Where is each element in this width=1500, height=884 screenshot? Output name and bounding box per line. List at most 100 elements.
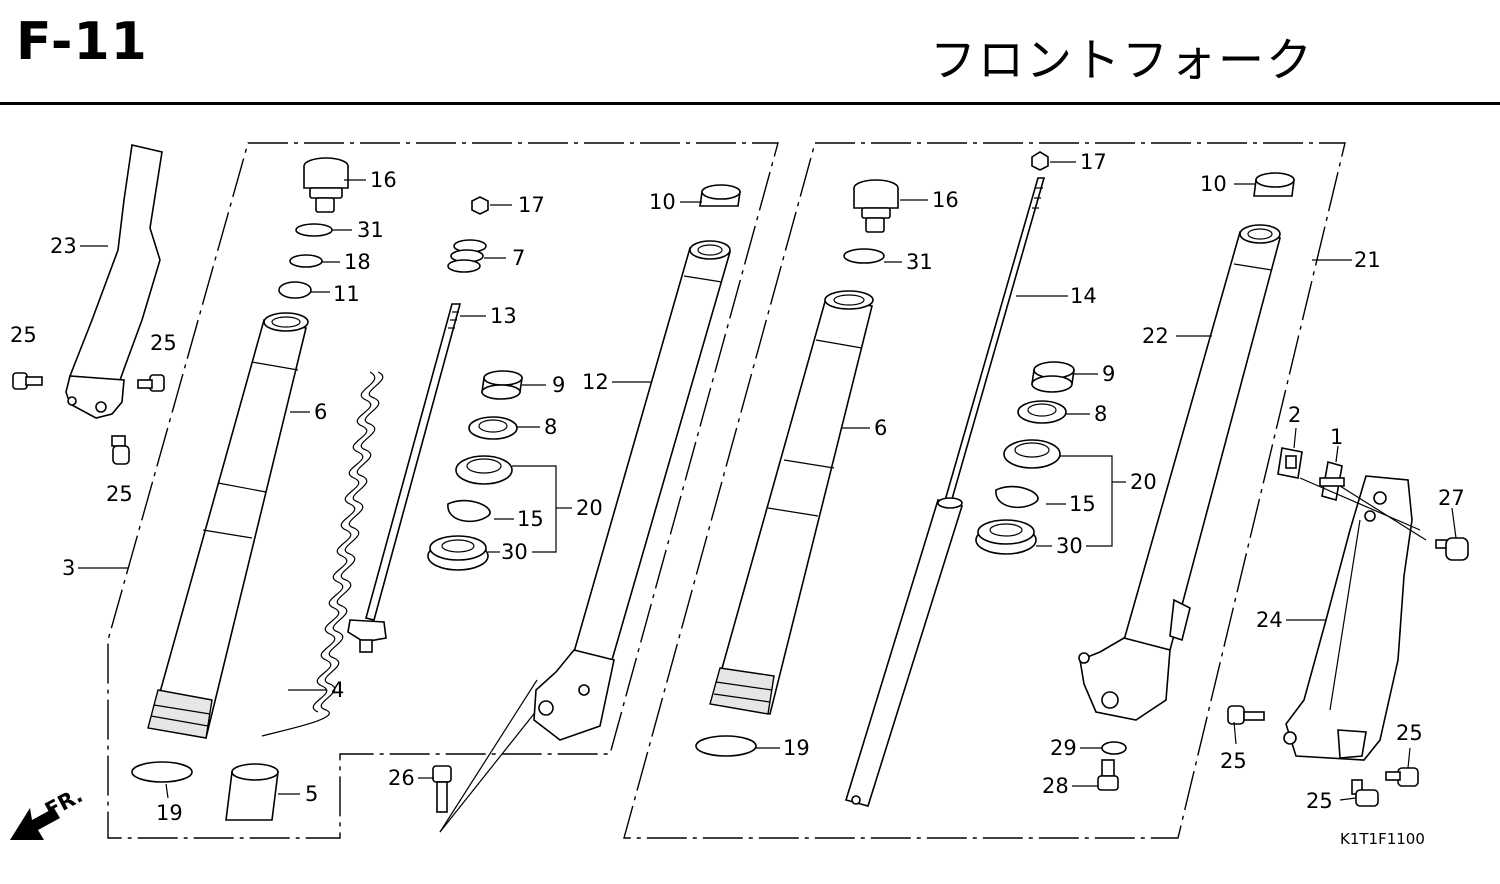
callout-21: 21 — [1354, 248, 1381, 272]
callout-23: 23 — [50, 234, 77, 258]
guard-clip-2 — [1277, 447, 1303, 479]
stopper-ring-15-left — [447, 499, 491, 523]
callout-labels: 16 31 18 11 6 23 25 25 25 3 4 5 19 13 17… — [10, 150, 1465, 848]
callout-12: 12 — [582, 370, 609, 394]
callout-16: 16 — [932, 188, 959, 212]
callout-20: 20 — [1130, 470, 1157, 494]
outer-tube-12-left — [533, 240, 732, 741]
fork-spring-4 — [261, 371, 384, 737]
diagram-code: K1T1F1100 — [1340, 830, 1425, 848]
callout-10: 10 — [1200, 172, 1227, 196]
callout-25: 25 — [1306, 789, 1333, 813]
slide-ring-10-right — [1253, 172, 1295, 197]
callout-25: 25 — [150, 331, 177, 355]
outer-tube-22-right — [1078, 224, 1282, 721]
callout-17: 17 — [518, 193, 545, 217]
callout-24: 24 — [1256, 608, 1283, 632]
callout-27: 27 — [1438, 486, 1465, 510]
o-ring-19-right — [695, 735, 757, 757]
callout-13: 13 — [490, 304, 517, 328]
callout-14: 14 — [1070, 284, 1097, 308]
callout-28: 28 — [1042, 774, 1069, 798]
callout-31: 31 — [357, 218, 384, 242]
bolt-25-b — [137, 374, 165, 392]
callout-25: 25 — [1220, 749, 1247, 773]
bolt-25-f — [1351, 779, 1379, 807]
callout-11: 11 — [333, 282, 360, 306]
callout-17: 17 — [1080, 150, 1107, 174]
back-up-ring-8-right — [1017, 400, 1067, 424]
spring-collar-5 — [225, 763, 279, 821]
back-up-ring-8-left — [468, 416, 518, 440]
callout-9: 9 — [552, 373, 565, 397]
fork-guard-24 — [1283, 475, 1413, 761]
callout-2: 2 — [1288, 403, 1301, 427]
dust-seal-30-left — [427, 535, 489, 571]
inner-tube-6-left — [147, 312, 309, 739]
callout-25: 25 — [106, 482, 133, 506]
washer-11 — [278, 281, 312, 299]
callout-29: 29 — [1050, 736, 1077, 760]
callout-9: 9 — [1102, 362, 1115, 386]
page-code: F-11 — [16, 12, 148, 72]
callout-25: 25 — [1396, 721, 1423, 745]
fork-cap-bolt-16 — [303, 157, 349, 213]
callout-1: 1 — [1330, 425, 1343, 449]
callout-6: 6 — [874, 416, 887, 440]
nut-17-left — [471, 196, 489, 215]
front-direction-arrow-icon — [10, 808, 60, 840]
callout-18: 18 — [344, 250, 371, 274]
left-assembly-frame — [107, 142, 779, 839]
callout-6: 6 — [314, 400, 327, 424]
stopper-ring-15-right — [995, 485, 1039, 509]
callout-19: 19 — [156, 801, 183, 825]
rebound-spring-7 — [447, 239, 487, 273]
leader-lines — [78, 161, 1457, 801]
inner-tube-6-right — [709, 290, 874, 715]
stopper-ring-18 — [289, 254, 323, 268]
oil-seal-20-left — [455, 455, 513, 485]
fork-cap-bolt-16-right — [853, 179, 899, 233]
slide-bushing-9-right — [1031, 361, 1075, 393]
callout-30: 30 — [501, 540, 528, 564]
bolt-25-a — [12, 372, 43, 390]
callout-4: 4 — [331, 678, 344, 702]
callout-8: 8 — [1094, 402, 1107, 426]
slide-bushing-9-left — [481, 370, 523, 400]
damper-rod-13 — [347, 303, 462, 653]
callout-8: 8 — [544, 415, 557, 439]
bolt-25-d — [1227, 705, 1265, 725]
header-divider — [0, 102, 1500, 105]
bolt-27 — [1435, 537, 1469, 561]
callout-20: 20 — [576, 496, 603, 520]
washer-29 — [1101, 741, 1127, 755]
callout-16: 16 — [370, 168, 397, 192]
callout-10: 10 — [649, 190, 676, 214]
callout-30: 30 — [1056, 534, 1083, 558]
slide-ring-10-left — [699, 184, 741, 207]
callout-22: 22 — [1142, 324, 1169, 348]
bolt-26 — [432, 765, 452, 813]
callout-19: 19 — [783, 736, 810, 760]
callout-26: 26 — [388, 766, 415, 790]
bolt-28 — [1097, 759, 1119, 791]
callout-15: 15 — [517, 507, 544, 531]
callout-7: 7 — [512, 246, 525, 270]
page-title: フロントフォーク — [930, 33, 1314, 87]
o-ring-31-right — [843, 248, 885, 264]
callout-3: 3 — [62, 556, 75, 580]
damper-rod-14 — [844, 177, 1046, 807]
bolt-25-c — [111, 435, 130, 465]
dust-seal-30-right — [975, 519, 1037, 555]
callout-31: 31 — [906, 250, 933, 274]
oil-seal-20-right — [1003, 439, 1061, 469]
o-ring-19-left — [131, 761, 193, 783]
callout-5: 5 — [305, 782, 318, 806]
guard-clip-1 — [1319, 460, 1345, 502]
callout-25: 25 — [10, 323, 37, 347]
right-assembly-frame — [623, 142, 1346, 839]
fork-guard-23 — [65, 144, 163, 419]
nut-17-right — [1031, 151, 1049, 171]
bolt-25-e — [1385, 767, 1419, 787]
